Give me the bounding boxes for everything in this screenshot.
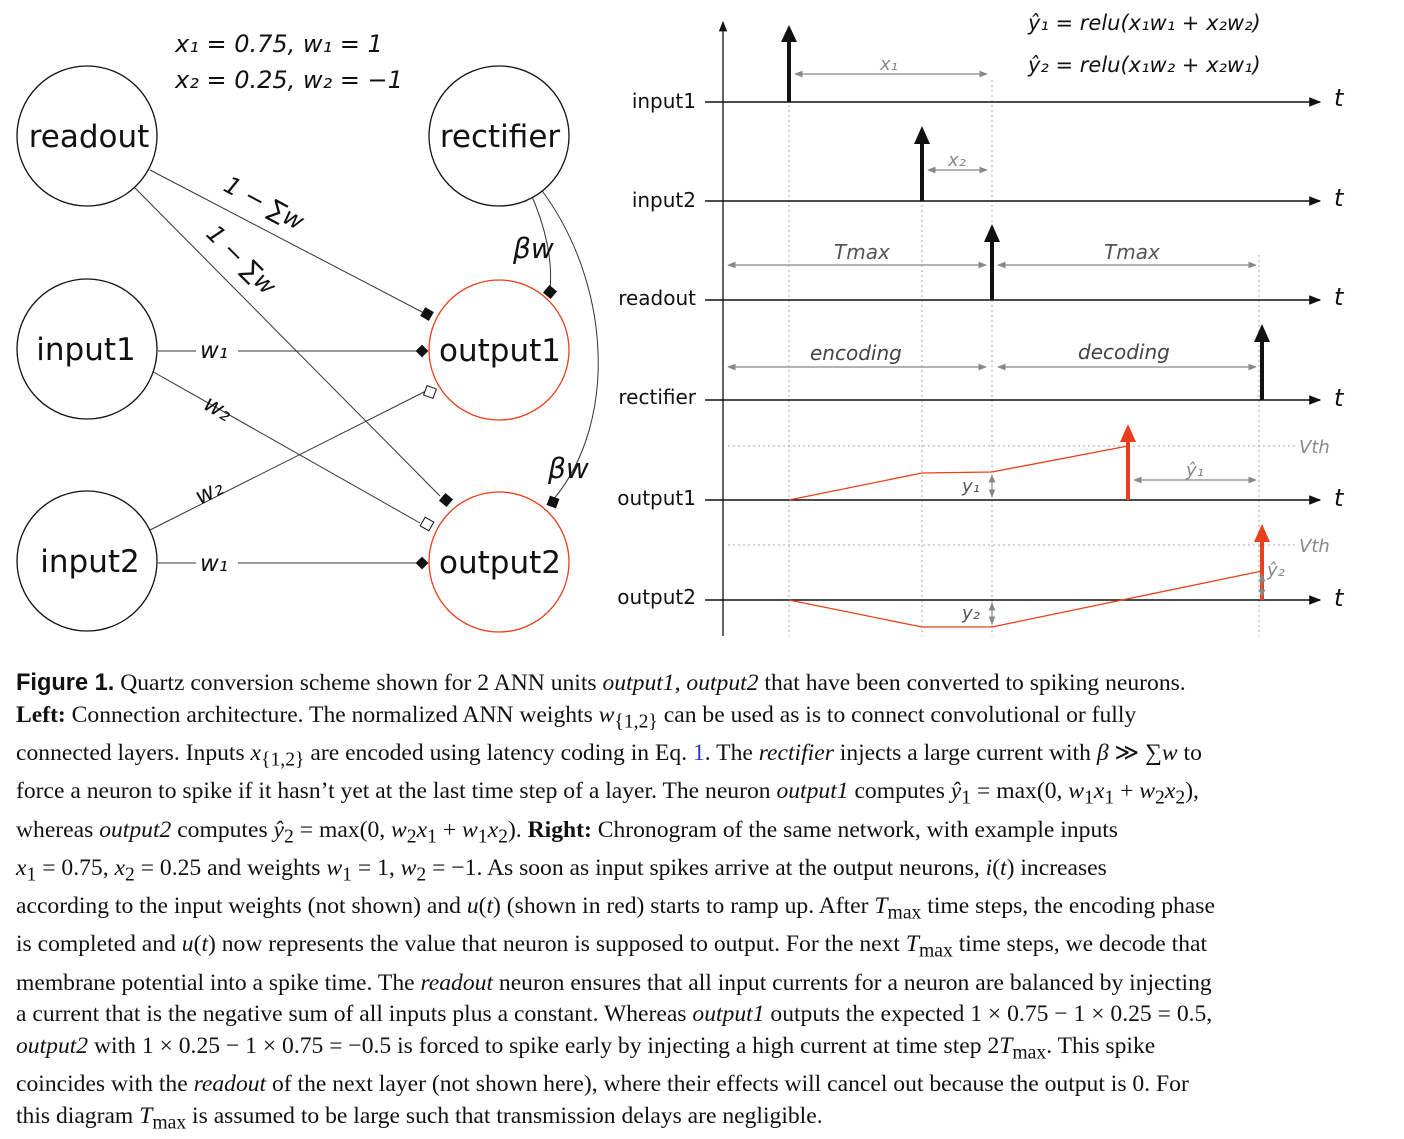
label-x1: x₁ bbox=[879, 54, 898, 75]
edge-rectifier-output2 bbox=[539, 187, 599, 501]
t-label-input1: t bbox=[1334, 84, 1345, 112]
caption-line-8: is completed and u(t) now represents the… bbox=[16, 931, 1208, 963]
membrane-output1 bbox=[788, 445, 1129, 501]
black-spikes bbox=[781, 25, 1270, 400]
node-output2-label: output2 bbox=[439, 545, 561, 581]
row-label-readout: readout bbox=[618, 286, 696, 310]
label-yhat2: ŷ₂ bbox=[1266, 560, 1285, 581]
row-label-output2: output2 bbox=[617, 585, 696, 609]
synapse-rectifier-output1 bbox=[542, 284, 558, 300]
equation-yhat2: ŷ₂ = relu(x₁w₂ + x₂w₁) bbox=[1027, 53, 1261, 77]
edge-label-sum-lower: 1 − ∑w bbox=[201, 219, 282, 300]
row-output1: output1 t bbox=[617, 484, 1345, 512]
caption-line-13: this diagram Tmax is assumed to be large… bbox=[16, 1102, 823, 1134]
synapse-input2-output1 bbox=[422, 384, 438, 400]
synapse-input1-output2 bbox=[419, 516, 435, 532]
caption-label: Figure 1. bbox=[16, 670, 115, 696]
synapse-rectifier-output2 bbox=[546, 495, 560, 509]
interval-arrows bbox=[727, 70, 1266, 625]
node-readout bbox=[16, 65, 158, 207]
chronogram: ŷ₁ = relu(x₁w₁ + x₂w₂) ŷ₂ = relu(x₁w₂ + … bbox=[617, 11, 1345, 636]
label-x2: x₂ bbox=[947, 150, 966, 171]
neurons: readout rectifier input1 input2 output1 … bbox=[16, 65, 570, 633]
edge-input2-output1 bbox=[149, 389, 429, 531]
label-decoding: decoding bbox=[1078, 340, 1170, 364]
edge-label-w2-upper: w₂ bbox=[199, 391, 236, 428]
caption-line-1: Figure 1. Quartz conversion scheme shown… bbox=[16, 670, 1186, 696]
row-label-input1: input1 bbox=[632, 89, 696, 113]
synapse-markers bbox=[415, 284, 560, 570]
caption-line-9: membrane potential into a spike time. Th… bbox=[16, 969, 1212, 996]
figure-1: x₁ = 0.75, w₁ = 1 x₂ = 0.25, w₂ = −1 bbox=[16, 11, 1345, 636]
caption-line-12: coincides with the readout of the next l… bbox=[16, 1071, 1189, 1098]
caption-line-10: a current that is the negative sum of al… bbox=[16, 1001, 1213, 1028]
caption-line-4: force a neuron to spike if it hasn’t yet… bbox=[16, 778, 1199, 809]
node-input2-label: input2 bbox=[40, 544, 139, 580]
edge-rectifier-output1 bbox=[529, 191, 552, 291]
edge-label-w1-bottom: w₁ bbox=[200, 551, 228, 577]
edge-readout-output2 bbox=[134, 187, 441, 497]
equation-yhat1: ŷ₁ = relu(x₁w₁ + x₂w₂) bbox=[1027, 11, 1261, 35]
row-label-input2: input2 bbox=[632, 188, 696, 212]
edge-label-beta-w-lower: βw bbox=[547, 452, 589, 485]
network-diagram: x₁ = 0.75, w₁ = 1 x₂ = 0.25, w₂ = −1 bbox=[16, 30, 599, 633]
label-encoding: encoding bbox=[810, 341, 902, 365]
row-rectifier: rectifier t bbox=[618, 384, 1345, 412]
label-tmax-2: Tmax bbox=[1104, 240, 1160, 264]
node-output1-label: output1 bbox=[439, 333, 561, 369]
edge-label-beta-w-upper: βw bbox=[512, 232, 554, 265]
synapse-input1-output1 bbox=[415, 344, 429, 358]
node-readout-label: readout bbox=[29, 119, 150, 155]
edge-label-w2-lower: w₂ bbox=[191, 474, 228, 510]
caption-line-5: whereas output2 computes ŷ2 = max(0, w2x… bbox=[16, 816, 1118, 848]
t-label-rectifier: t bbox=[1334, 384, 1345, 412]
figure-caption: Figure 1. Quartz conversion scheme shown… bbox=[16, 668, 1388, 1139]
vth-label-output2: Vth bbox=[1299, 536, 1330, 557]
row-readout: readout t bbox=[618, 283, 1345, 311]
row-input1: input1 t bbox=[632, 84, 1345, 113]
caption-line-2: Left: Connection architecture. The norma… bbox=[16, 701, 1137, 733]
row-output2: output2 t bbox=[617, 584, 1345, 612]
t-label-output2: t bbox=[1334, 584, 1345, 612]
membrane-output2 bbox=[788, 570, 1263, 628]
caption-line-7: according to the input weights (not show… bbox=[16, 893, 1215, 924]
label-y2: y₂ bbox=[961, 603, 980, 624]
t-label-output1: t bbox=[1334, 484, 1345, 512]
row-label-output1: output1 bbox=[617, 486, 696, 510]
params-line-2: x₂ = 0.25, w₂ = −1 bbox=[174, 66, 403, 94]
synapse-readout-output2 bbox=[438, 492, 454, 508]
t-label-readout: t bbox=[1334, 283, 1345, 311]
edge-label-sum-upper: 1 − ∑w bbox=[219, 171, 309, 236]
edge-input1-output2 bbox=[149, 369, 421, 524]
caption-line-6: x1 = 0.75, x2 = 0.25 and weights w1 = 1,… bbox=[16, 854, 1107, 886]
node-output2 bbox=[428, 491, 570, 633]
row-label-rectifier: rectifier bbox=[618, 385, 696, 409]
caption-line-3: connected layers. Inputs x{1,2} are enco… bbox=[16, 739, 1202, 771]
synapse-readout-output1 bbox=[420, 307, 434, 321]
node-input1 bbox=[16, 278, 158, 420]
node-rectifier-label: rectifier bbox=[440, 119, 561, 155]
edge-label-w1-top: w₁ bbox=[200, 338, 228, 364]
params-line-1: x₁ = 0.75, w₁ = 1 bbox=[174, 30, 383, 58]
label-yhat1: ŷ₁ bbox=[1185, 460, 1204, 481]
caption-line-11: output2 with 1 × 0.25 − 1 × 0.75 = −0.5 … bbox=[16, 1032, 1156, 1064]
vth-label-output1: Vth bbox=[1299, 437, 1330, 458]
t-label-input2: t bbox=[1334, 184, 1345, 212]
label-y1: y₁ bbox=[961, 476, 980, 497]
edge-readout-output1 bbox=[149, 169, 423, 313]
node-output1 bbox=[428, 279, 570, 421]
row-input2: input2 t bbox=[632, 184, 1345, 212]
node-rectifier bbox=[428, 65, 570, 207]
node-input1-label: input1 bbox=[36, 332, 135, 368]
synapse-input2-output2 bbox=[415, 556, 429, 570]
node-input2 bbox=[16, 490, 158, 632]
label-tmax-1: Tmax bbox=[834, 240, 890, 264]
